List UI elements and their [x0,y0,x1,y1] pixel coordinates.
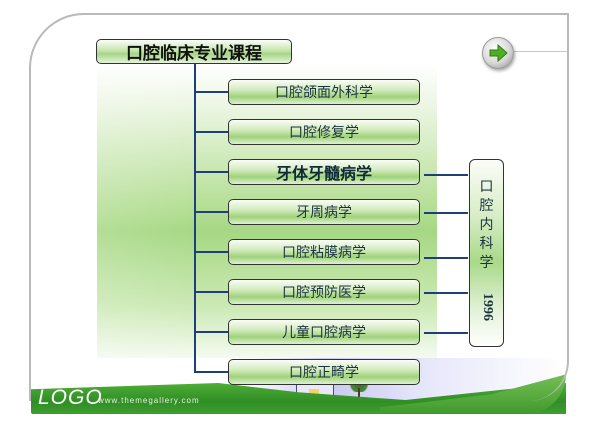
nav-line [513,51,567,52]
connector-branch [195,291,228,293]
group-box-char: 学 [479,255,494,271]
course-box: 口腔正畸学 [228,359,420,385]
connector-right-branch [424,212,468,214]
connector-branch [195,131,228,133]
diagram-title: 口腔临床专业课程 [96,39,292,64]
course-box: 牙周病学 [228,199,420,225]
connector-right-branch [424,257,468,259]
group-box-char: 口 [479,179,494,195]
group-box-oral-internal-medicine: 口 腔 内 科 学 1996 [469,159,504,347]
house-window-decoration [309,389,319,395]
course-box: 儿童口腔病学 [228,319,420,345]
course-box: 口腔粘膜病学 [228,239,420,265]
connector-trunk [194,64,196,373]
footer-logo: LOGO [38,386,103,409]
course-box-emphasized: 牙体牙髓病学 [228,159,420,185]
connector-branch [195,171,228,173]
connector-branch [195,211,228,213]
course-box: 口腔颌面外科学 [228,79,420,105]
connector-branch [195,251,228,253]
group-box-char: 腔 [479,198,494,214]
footer-url: www.themegallery.com [98,396,200,405]
connector-right-branch [424,174,468,176]
tree-trunk-decoration [358,388,360,397]
arrow-right-icon [489,44,508,62]
group-box-char: 科 [479,236,494,252]
group-box-year: 1996 [479,293,495,321]
connector-branch [195,331,228,333]
connector-right-branch [424,332,468,334]
slide-frame-right [268,13,569,401]
next-slide-button[interactable] [482,37,514,69]
course-box: 口腔修复学 [228,119,420,145]
connector-branch [195,91,228,93]
group-box-char: 内 [479,217,494,233]
course-box: 口腔预防医学 [228,279,420,305]
connector-branch [195,371,228,373]
connector-right-branch [424,292,468,294]
slide-frame-left [29,13,270,401]
